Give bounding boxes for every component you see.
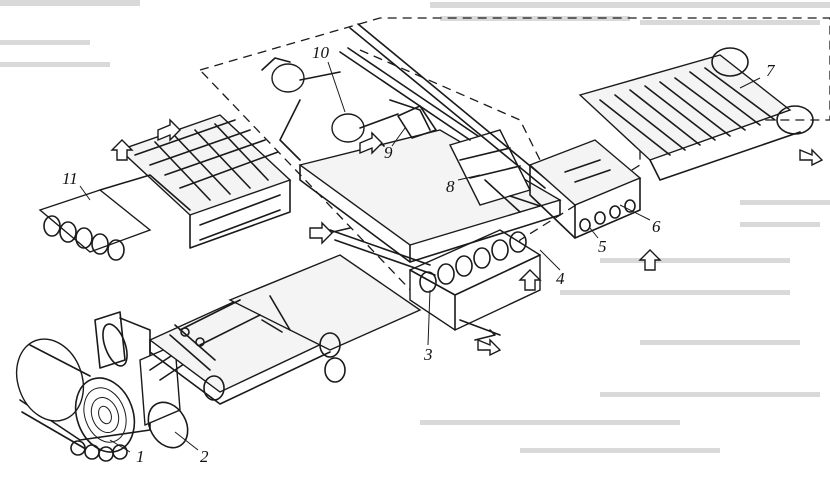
label-3: 3: [423, 345, 433, 364]
label-6: 6: [652, 217, 661, 236]
label-5: 5: [598, 237, 607, 256]
label-8: 8: [446, 177, 455, 196]
label-10: 10: [312, 43, 330, 62]
output-stack-platform: [38, 114, 292, 261]
callout-labels: 1 2 3 4 5 6 7 8 9 10 11: [62, 43, 776, 466]
press-table: [298, 129, 562, 276]
incline-roller-conveyor: [578, 47, 814, 181]
label-2: 2: [200, 447, 209, 466]
label-4: 4: [556, 269, 565, 288]
flow-arrows: [110, 118, 824, 357]
lower-feed-conveyor: [148, 254, 422, 405]
label-11: 11: [62, 169, 78, 188]
spreader-rolls: [261, 57, 437, 161]
label-9: 9: [384, 143, 393, 162]
label-7: 7: [766, 61, 776, 80]
preheat-box: [528, 139, 642, 239]
page-bleed-through: [0, 0, 830, 453]
leader-lines: [79, 61, 761, 453]
label-1: 1: [136, 447, 145, 466]
unwind-roll-stand: [15, 311, 151, 462]
guide-rail: [339, 23, 553, 189]
former-roller-block: [409, 229, 541, 341]
